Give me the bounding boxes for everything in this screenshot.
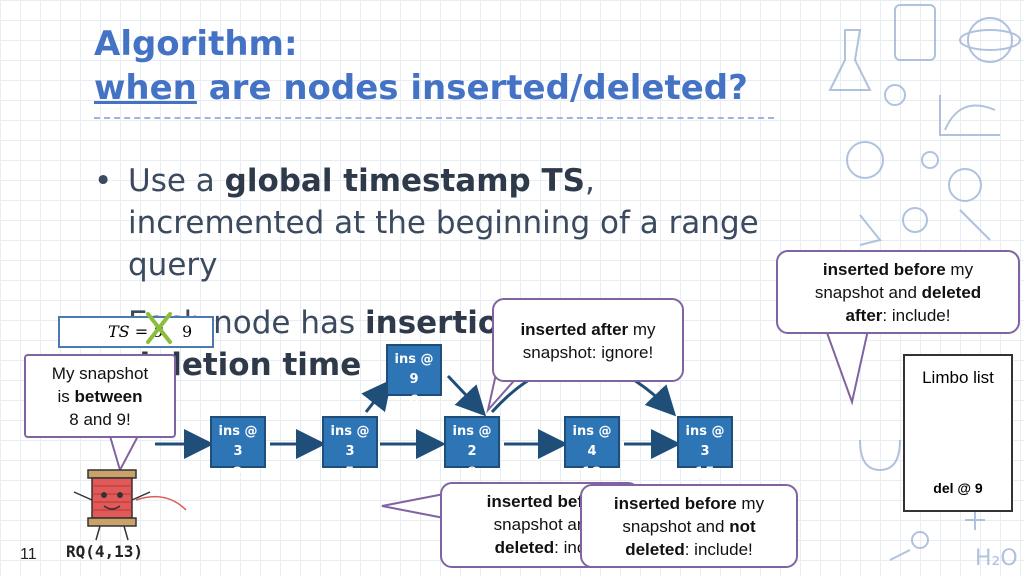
limbo-callout-line2: snapshot and deleted xyxy=(814,283,982,302)
bullet-1-line2: incremented at the beginning of a range xyxy=(128,205,759,241)
node-value: 6 xyxy=(408,391,420,410)
bullet-dot: • xyxy=(94,163,113,199)
molecule-icon xyxy=(965,510,985,530)
bullet-1-pre: Use a xyxy=(128,163,225,199)
edge-6-to-8 xyxy=(446,374,487,417)
node-value: 12 xyxy=(581,463,603,482)
ignore-line1: inserted after my xyxy=(520,320,656,339)
title-rest: are nodes inserted/deleted? xyxy=(196,68,748,108)
list-node: ins @ 3 15 xyxy=(677,416,733,482)
slide-title: Algorithm: when are nodes inserted/delet… xyxy=(94,22,748,110)
list-node: ins @ 9 6 xyxy=(386,344,442,410)
title-line-1: Algorithm: xyxy=(94,24,298,64)
front-callout-line1: inserted before my xyxy=(613,494,765,513)
front-callout-line2: snapshot and not xyxy=(622,517,756,536)
snapshot-note: My snapshot is between 8 and 9! xyxy=(24,354,176,438)
front-callout-line3: deleted: include! xyxy=(625,540,753,559)
flask-icon xyxy=(828,29,872,91)
bullet-1-line3: query xyxy=(128,247,218,283)
list-node: ins @ 2 8 xyxy=(444,416,500,482)
atom-icon xyxy=(967,17,1013,63)
node-value: 5 xyxy=(344,463,356,482)
bullet-1-bold: global timestamp TS xyxy=(224,163,585,199)
snapshot-line3: 8 and 9! xyxy=(69,410,131,429)
ignore-callout: inserted after my snapshot: ignore! xyxy=(492,298,684,382)
magnet-icon xyxy=(859,439,901,472)
title-underlined-word: when xyxy=(94,68,197,108)
back-callout-line1: inserted befo xyxy=(486,492,594,511)
limbo-include-callout: inserted before my snapshot and deleted … xyxy=(776,250,1020,334)
limbo-entry: del @ 9 xyxy=(933,480,983,496)
range-query-label: RQ(4,13) xyxy=(66,542,144,561)
snapshot-line1: My snapshot xyxy=(51,364,149,383)
rocket-icon xyxy=(859,214,882,246)
snapshot-line2: is between xyxy=(57,387,143,406)
calculator-icon xyxy=(894,4,936,61)
limbo-title: Limbo list xyxy=(922,368,994,387)
page-number: 11 xyxy=(20,546,37,563)
back-callout-line3: deleted: inc xyxy=(494,538,586,557)
edge-5-to-6 xyxy=(361,379,392,413)
globe-icon xyxy=(846,141,884,179)
node-label: ins @ 3 xyxy=(685,424,725,459)
timestamp-box: TS = 8 9 xyxy=(58,316,214,348)
title-line-2: when are nodes inserted/deleted? xyxy=(94,66,748,110)
ts-value: 9 xyxy=(182,322,193,341)
node-label: ins @ 3 xyxy=(218,424,258,459)
front-include-callout: inserted before my snapshot and not dele… xyxy=(580,484,798,568)
bullet-1: • Use a global timestamp TS, incremented… xyxy=(94,160,856,286)
limbo-callout-line3: after: include! xyxy=(845,306,951,325)
node-label: ins @ 2 xyxy=(452,424,492,459)
list-node: ins @ 3 2 xyxy=(210,416,266,482)
node-label: ins @ 4 xyxy=(572,424,612,459)
graph-icon xyxy=(939,95,1000,136)
node-value: 2 xyxy=(232,463,244,482)
limbo-callout-line1: inserted before my xyxy=(822,260,974,279)
node-value: 8 xyxy=(466,463,478,482)
node-label: ins @ 3 xyxy=(330,424,370,459)
limbo-list: Limbo list del @ 9 xyxy=(903,354,1013,512)
node-value: 15 xyxy=(694,463,716,482)
node-label: ins @ 9 xyxy=(394,352,434,387)
bullet-1-post: , xyxy=(585,163,595,199)
ts-label: TS = 8 xyxy=(108,322,164,341)
back-callout-line2: snapshot an xyxy=(493,515,587,534)
list-node: ins @ 4 12 xyxy=(564,416,620,482)
svg-text:H₂O: H₂O xyxy=(975,546,1018,571)
title-divider xyxy=(94,117,774,119)
list-node: ins @ 3 5 xyxy=(322,416,378,482)
ignore-line2: snapshot: ignore! xyxy=(522,343,654,362)
